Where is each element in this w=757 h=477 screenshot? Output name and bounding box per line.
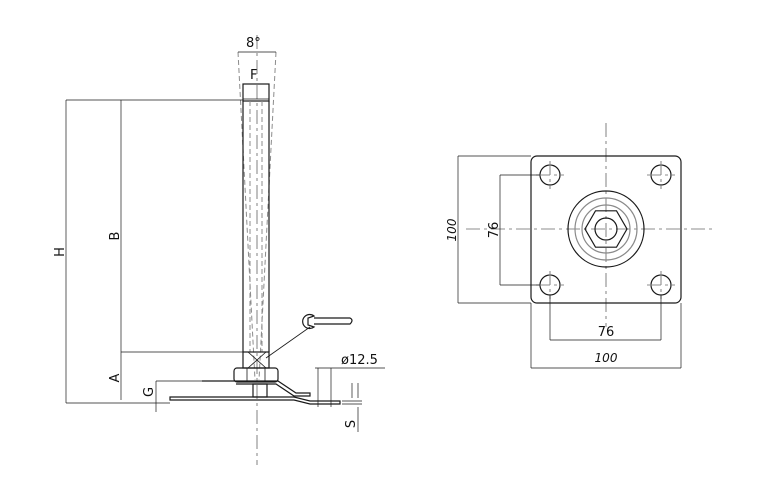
h76-label: 76 [598, 325, 615, 340]
top-view: 100 76 76 100 [445, 123, 716, 369]
thread-hatch-2 [247, 351, 267, 369]
b-label: B [108, 232, 123, 241]
corner-hole-tr [647, 161, 675, 189]
corner-hole-bl [536, 271, 564, 299]
wrench-leader [265, 326, 311, 359]
nut [233, 367, 279, 383]
g-label: G [142, 387, 157, 397]
angle-line-left [237, 51, 256, 381]
bolt-circle [594, 217, 618, 241]
boss-outer [567, 190, 645, 268]
v76-label: 76 [487, 222, 502, 239]
a-label: A [108, 373, 123, 382]
base-plate-top [202, 380, 311, 397]
lower-thread [242, 351, 270, 369]
h100-label: 100 [595, 351, 618, 365]
corner-hole-br [647, 271, 675, 299]
boss-ring [574, 197, 638, 261]
hole-label: ø12.5 [341, 353, 378, 368]
wrench-handle [314, 317, 353, 325]
wrench-head [302, 313, 316, 330]
s-label: S [344, 420, 359, 428]
corner-hole-tl [536, 161, 564, 189]
h-label: H [53, 247, 68, 257]
thread-label: F [250, 68, 257, 83]
plate-outline [530, 155, 682, 304]
top-cap [242, 83, 270, 102]
boss-inner [581, 204, 631, 254]
hex-nut [584, 210, 628, 248]
v100-label: 100 [445, 218, 459, 241]
side-view: 8° F H B [53, 35, 385, 465]
base-ball [252, 383, 268, 398]
angle-label: 8° [246, 36, 261, 51]
base-plate [169, 396, 341, 405]
